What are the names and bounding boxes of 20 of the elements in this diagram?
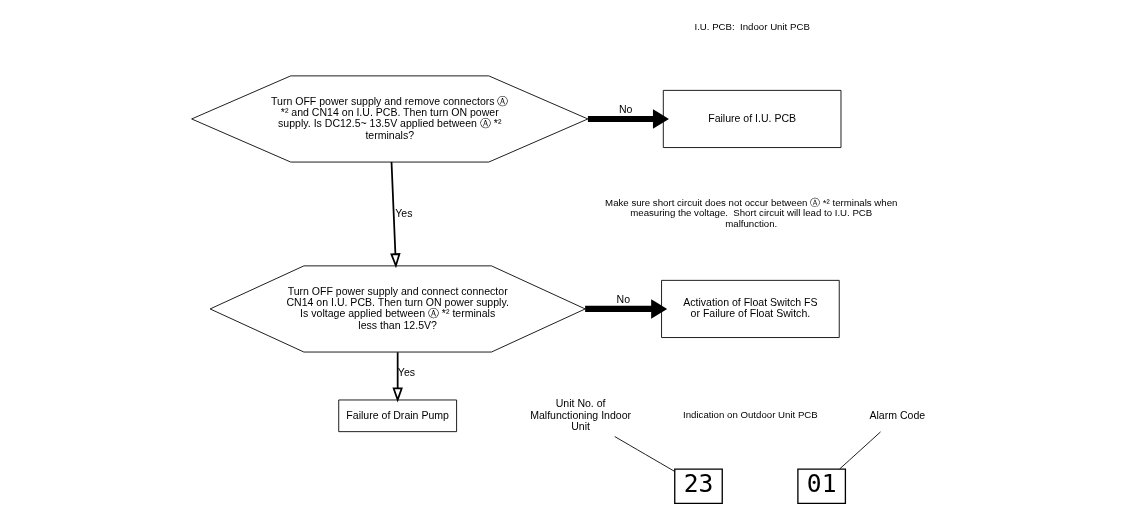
arrow [587,109,669,129]
node-box: 23 [674,468,723,504]
edge-label: No [616,293,631,306]
connector [839,431,881,470]
node-text: Alarm Code [869,408,926,421]
node-box: 01 [797,468,847,504]
connector [614,436,676,472]
edge-label: No [618,103,633,116]
label: I.U. PCB: Indoor Unit PCB [694,20,810,32]
node-text: Unit No. of Malfunctioning Indoor Unit [530,397,632,432]
label: Indication on Outdoor Unit PCB [683,409,818,421]
arrow [585,299,668,319]
node-box: Failure of I.U. PCB [662,89,842,148]
arrow [392,351,403,403]
label: Make sure short circuit does not occur between Ⓐ *² terminals when measuring the voltage. Short circuit will lead to I.U. PCB malfunction. [605,196,898,229]
edge-label: Yes [395,206,413,219]
arrow [390,161,401,269]
node-box: Failure of Drain Pump [338,399,458,433]
edge-label: Yes [397,366,416,379]
node-box: Activation of Float Switch FS or Failure of Float Switch. [661,279,840,338]
